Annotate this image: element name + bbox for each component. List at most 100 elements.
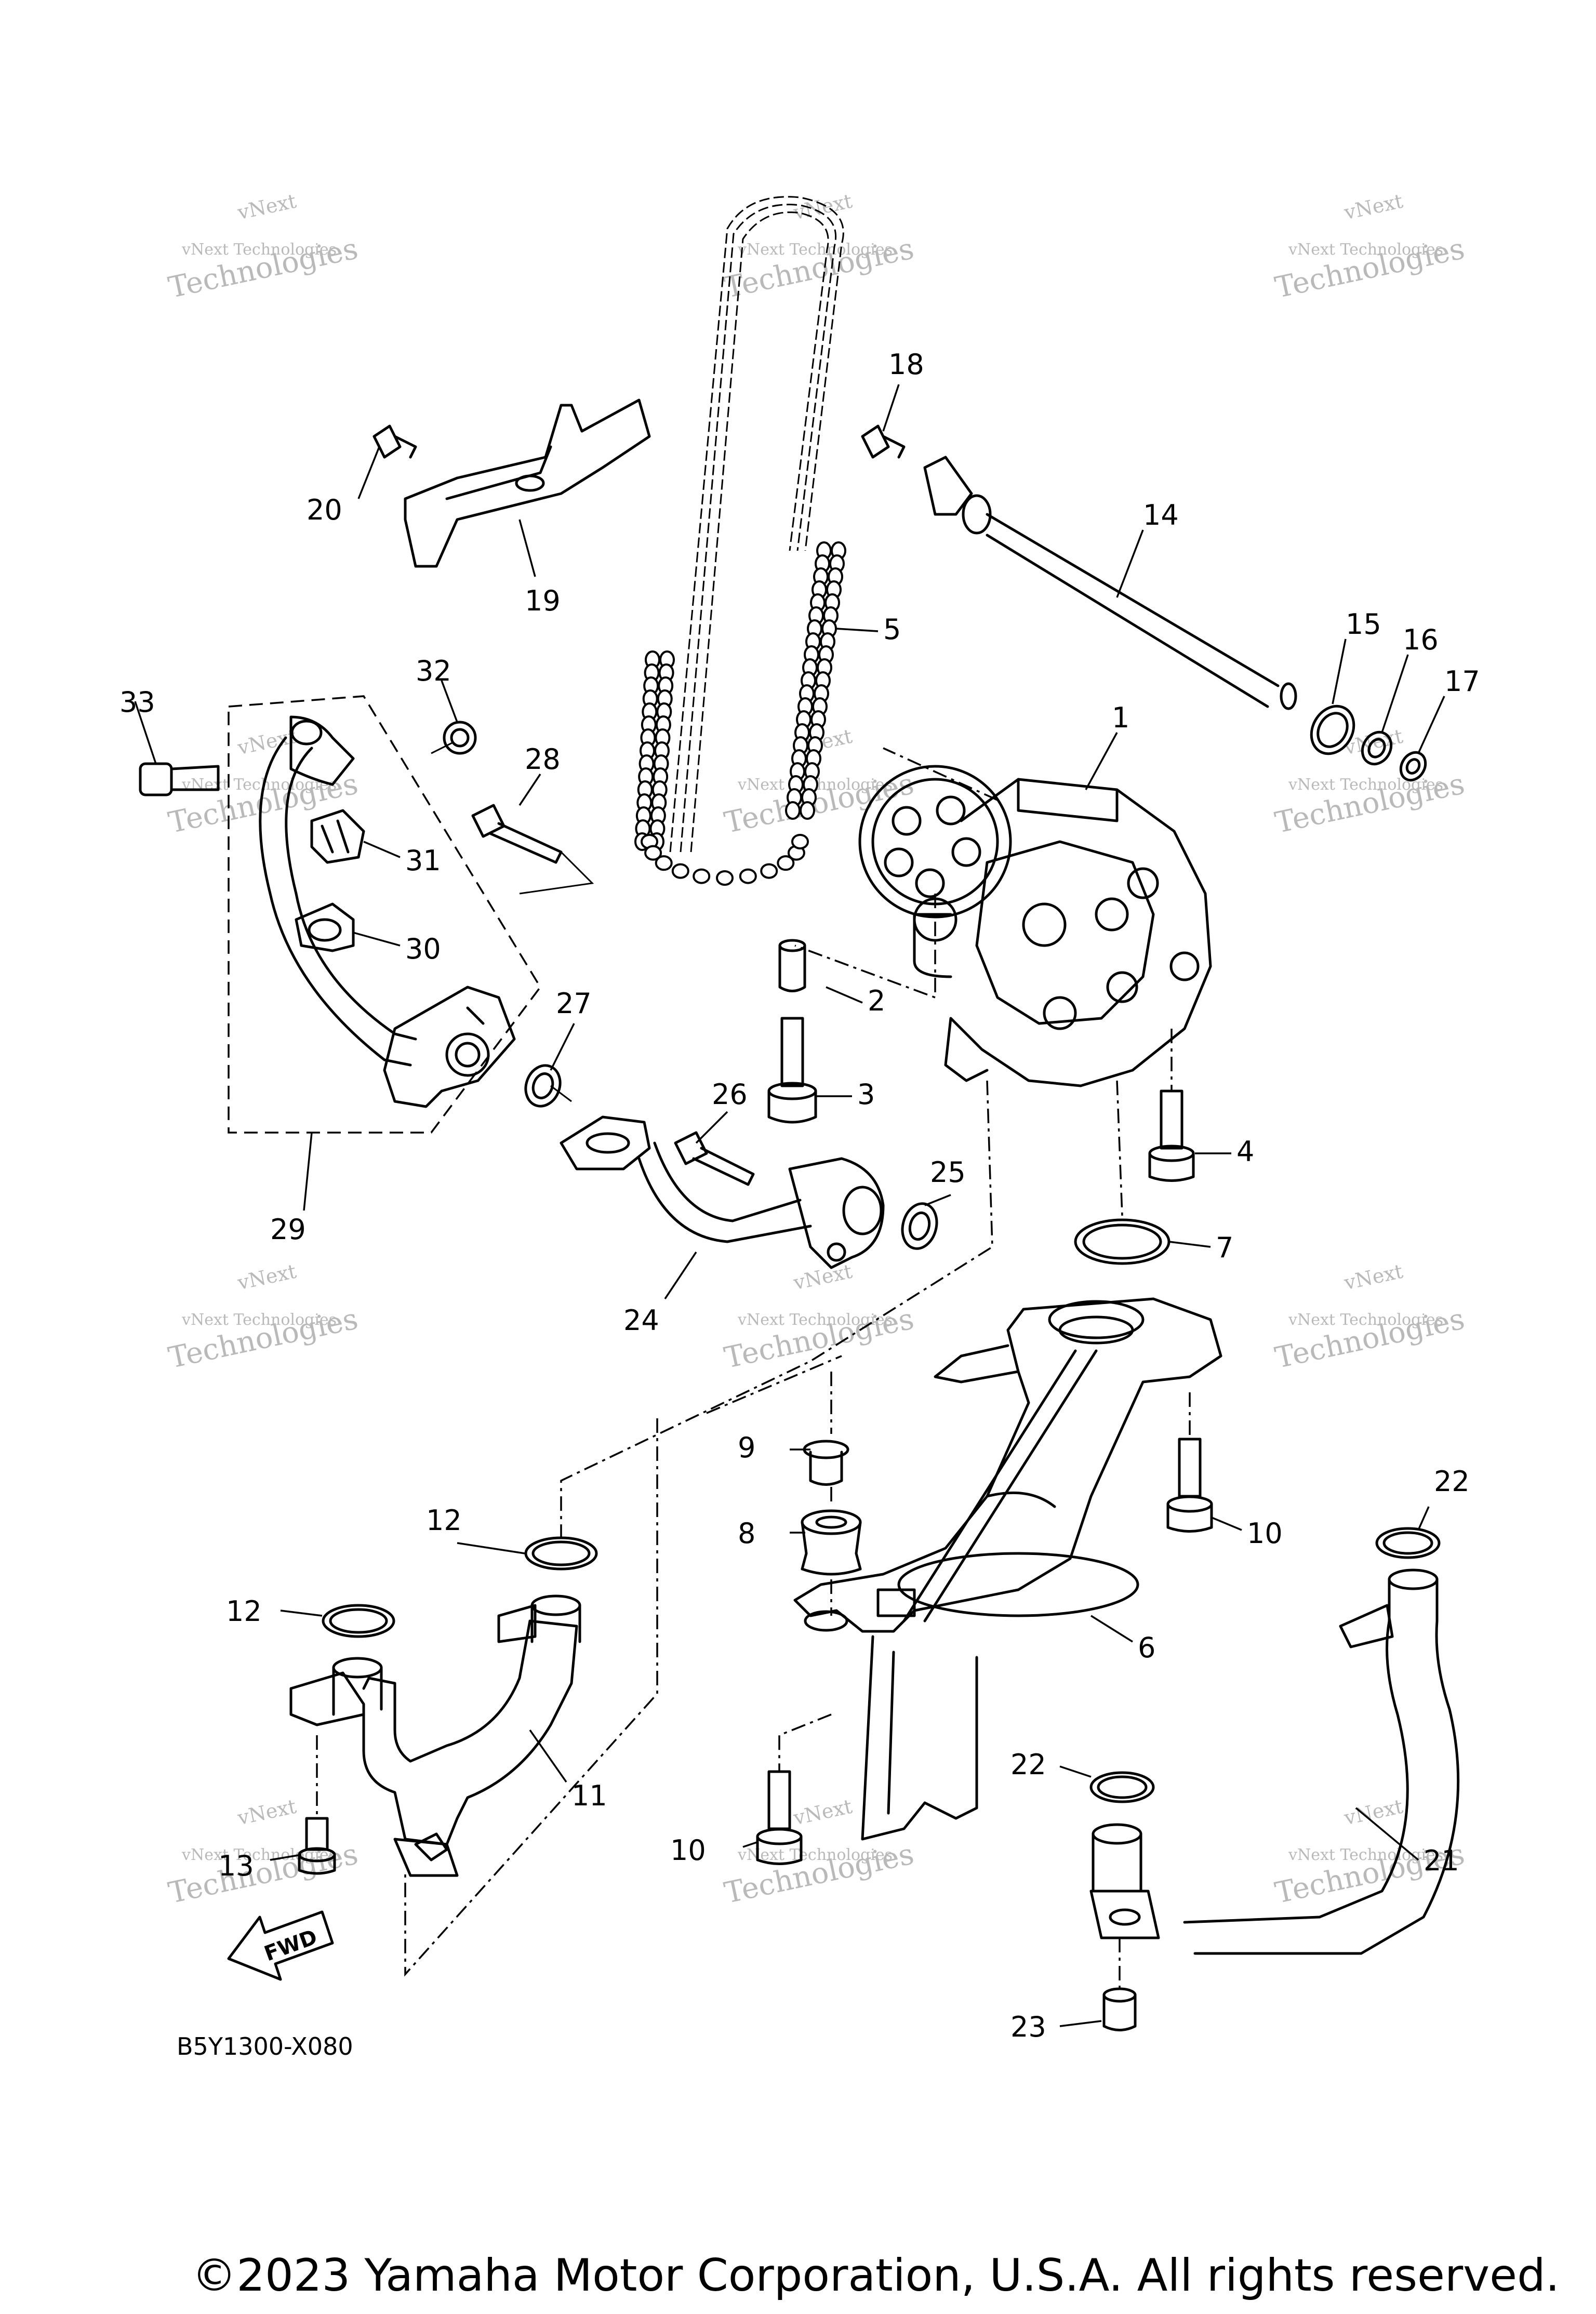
callout-15: 15 xyxy=(1346,608,1381,641)
oil-pipe-29 xyxy=(259,715,516,1108)
watermark-line1: vNext xyxy=(791,1795,855,1830)
callout-22-lower: 22 xyxy=(1010,1748,1046,1781)
callout-16: 16 xyxy=(1403,623,1439,656)
o-ring-12-lower xyxy=(322,1604,395,1638)
chain-link xyxy=(777,855,795,871)
callout-9: 9 xyxy=(738,1431,755,1464)
bolt-18 xyxy=(861,424,906,459)
callout-19: 19 xyxy=(525,584,561,617)
assembly-boundary-29 xyxy=(228,695,542,1134)
callout-3: 3 xyxy=(857,1078,875,1111)
clamp-30 xyxy=(295,902,355,952)
o-ring-22-upper xyxy=(1375,1527,1441,1559)
callout-27: 27 xyxy=(556,987,592,1020)
watermark-line1: vNext xyxy=(791,1260,855,1295)
callout-21: 21 xyxy=(1424,1844,1459,1877)
watermark-line2: vNext Technologies xyxy=(1288,1311,1443,1329)
cam-chain xyxy=(634,541,846,886)
bolt-3 xyxy=(767,1017,817,1124)
watermark-line2: vNext Technologies xyxy=(1288,1846,1443,1864)
callout-13: 13 xyxy=(218,1850,254,1882)
fwd-arrow-icon: FWD xyxy=(227,1910,334,1981)
collar-9 xyxy=(803,1440,849,1486)
watermark-line1: vNext xyxy=(235,1795,299,1830)
o-ring-12-upper xyxy=(524,1536,598,1571)
callout-1: 1 xyxy=(1112,701,1129,734)
chain-link xyxy=(739,868,757,884)
watermark-line2: vNext Technologies xyxy=(737,241,893,259)
oil-pipe-21 xyxy=(1089,1568,1460,1955)
bracket-19 xyxy=(404,398,651,568)
callout-12-lower: 12 xyxy=(226,1595,262,1628)
callout-2: 2 xyxy=(868,985,885,1017)
watermark-line1: vNext xyxy=(1342,1260,1405,1295)
callout-14: 14 xyxy=(1143,499,1179,531)
watermark-group: vNext vNext Technologies Technologies vN… xyxy=(166,190,1468,1910)
callout-30: 30 xyxy=(405,933,441,965)
chain-link xyxy=(655,855,673,871)
gasket-25 xyxy=(901,1202,938,1250)
oil-pipe-11 xyxy=(289,1594,581,1877)
dipstick-14 xyxy=(923,456,1297,710)
chain-link xyxy=(716,870,734,886)
callout-7: 7 xyxy=(1216,1231,1233,1264)
callout-10-lower: 10 xyxy=(670,1834,706,1867)
callout-33: 33 xyxy=(119,686,155,719)
callout-17: 17 xyxy=(1444,665,1480,698)
chain-link xyxy=(671,863,689,879)
watermark-line1: vNext xyxy=(791,190,855,224)
bolt-26 xyxy=(674,1131,755,1186)
callout-12-upper: 12 xyxy=(426,1504,462,1537)
bolt-23 xyxy=(1102,1987,1137,2031)
oil-strainer xyxy=(793,1297,1222,1841)
watermark-line1: vNext xyxy=(235,1260,299,1295)
callout-11: 11 xyxy=(571,1779,607,1812)
bolt-20 xyxy=(373,424,417,459)
grommet-8 xyxy=(801,1509,862,1576)
bolt-4 xyxy=(1148,1089,1195,1182)
callout-32: 32 xyxy=(416,655,451,687)
callout-28: 28 xyxy=(525,743,561,776)
callout-6: 6 xyxy=(1138,1631,1155,1664)
watermark-line1: vNext xyxy=(1342,190,1405,224)
watermark-line2: vNext Technologies xyxy=(181,241,337,259)
callout-23: 23 xyxy=(1010,2011,1046,2043)
chain-link xyxy=(644,845,662,861)
bolt-28 xyxy=(471,804,563,864)
oil-pump xyxy=(858,765,1212,1087)
callout-26: 26 xyxy=(712,1078,748,1111)
chain-link xyxy=(800,801,815,820)
callout-24: 24 xyxy=(623,1304,659,1337)
cam-chain-outline xyxy=(669,196,844,853)
chain-link xyxy=(693,868,711,884)
callout-8: 8 xyxy=(738,1517,755,1550)
callout-5: 5 xyxy=(883,613,901,646)
bolt-10-lower xyxy=(756,1770,803,1865)
bolt-10-upper xyxy=(1166,1438,1213,1533)
watermark-line1: vNext xyxy=(235,725,299,760)
copyright-notice: ©2023 Yamaha Motor Corporation, U.S.A. A… xyxy=(192,2250,1560,2302)
o-ring-15 xyxy=(1310,704,1355,755)
dowel-pin-2 xyxy=(778,939,806,992)
callout-22-upper: 22 xyxy=(1434,1465,1470,1498)
callout-10-upper: 10 xyxy=(1247,1517,1283,1550)
gasket-27 xyxy=(524,1064,562,1108)
leader-lines xyxy=(134,384,1445,2027)
washer-16 xyxy=(1361,730,1393,766)
watermark-line1: vNext xyxy=(235,190,299,224)
diagram-code: B5Y1300-X080 xyxy=(177,2032,353,2060)
callout-4: 4 xyxy=(1236,1135,1254,1168)
chain-link xyxy=(791,834,809,849)
clamp-31 xyxy=(310,809,365,864)
callout-labels: 1 2 3 4 5 6 7 8 9 10 10 11 12 12 13 14 1… xyxy=(119,348,1480,2043)
o-ring-22-lower xyxy=(1089,1771,1155,1803)
alignment-lines xyxy=(316,742,1191,1990)
watermark-line1: vNext xyxy=(1342,1795,1405,1830)
chain-link xyxy=(785,801,801,820)
oil-pipe-24 xyxy=(560,1115,885,1269)
gasket-32 xyxy=(443,721,477,755)
circlip-17 xyxy=(1399,751,1427,782)
watermark-line2: vNext Technologies xyxy=(181,1311,337,1329)
callout-18: 18 xyxy=(888,348,924,381)
